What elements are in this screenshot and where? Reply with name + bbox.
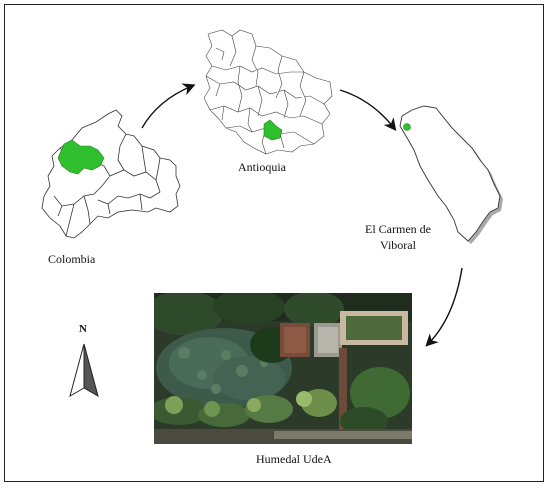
label-municipality-line2: Viboral [380, 238, 416, 252]
colombia-map [41, 109, 181, 239]
flow-arrow-icon [141, 83, 196, 129]
flow-arrow-icon [339, 89, 397, 131]
aerial-photo [154, 293, 412, 444]
label-colombia: Colombia [48, 252, 96, 266]
flow-arrow-icon [425, 267, 463, 347]
label-site: Humedal UdeA [256, 452, 332, 466]
site-location-dot [403, 123, 411, 131]
north-arrow-icon [69, 343, 99, 398]
north-label: N [79, 323, 87, 335]
antioquia-map [203, 29, 333, 155]
antioquia-highlight [57, 139, 105, 175]
municipality-map [399, 105, 503, 244]
label-antioquia: Antioquia [238, 160, 286, 174]
label-municipality-line1: El Carmen de [365, 222, 431, 236]
municipality-highlight [263, 119, 283, 141]
